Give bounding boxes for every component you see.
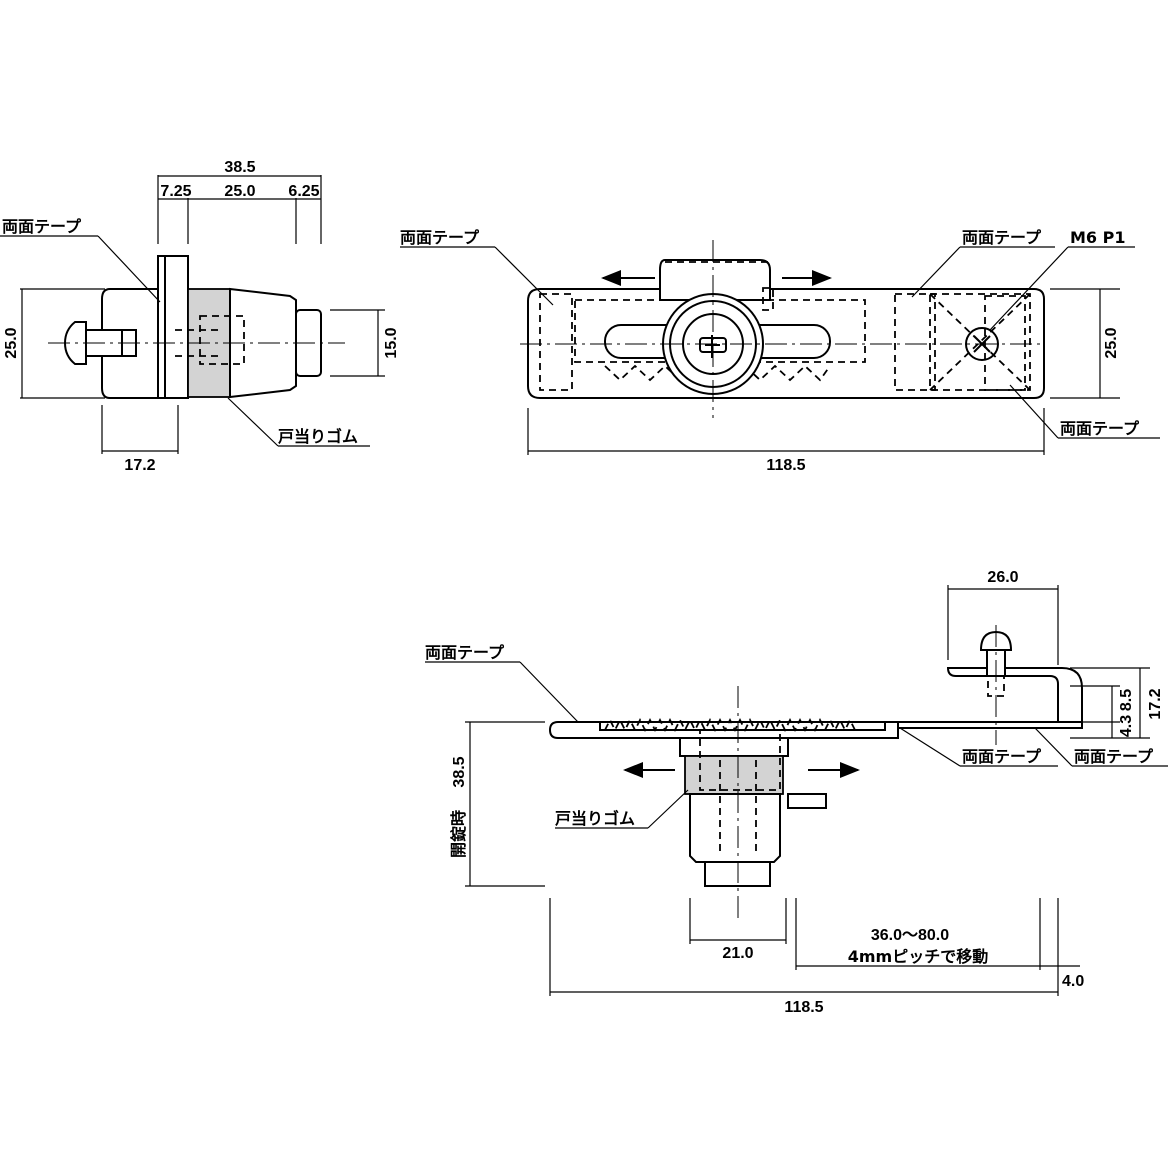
dim-side-height: 25.0	[3, 327, 20, 358]
dim-top-length: 118.5	[766, 457, 805, 474]
dim-right-offset: 6.25	[288, 183, 319, 200]
dim-unlock-height: 38.5	[451, 756, 468, 787]
label-door-stop-rubber-front: 戸当りゴム	[555, 809, 635, 828]
front-view: 26.0 8.5 4.3 17.2 開錠時 38.5 21.0 36.0～80.…	[425, 569, 1168, 1016]
dim-adjust-range: 36.0～80.0	[871, 927, 949, 944]
label-pitch-move: 4mmピッチで移動	[848, 947, 988, 966]
label-double-sided-tape-front: 両面テープ	[425, 643, 505, 662]
dim-striker-offset: 8.5	[1118, 689, 1135, 711]
label-double-sided-tape-striker-a: 両面テープ	[962, 747, 1042, 766]
label-when-unlocked: 開錠時	[449, 810, 468, 858]
dim-end-gap: 4.0	[1062, 973, 1084, 990]
label-double-sided-tape-side: 両面テープ	[2, 217, 82, 236]
label-double-sided-tape-bottom: 両面テープ	[1060, 419, 1140, 438]
label-double-sided-tape-striker-b: 両面テープ	[1074, 747, 1154, 766]
dim-front-length: 118.5	[784, 999, 823, 1016]
label-double-sided-tape-left: 両面テープ	[400, 228, 480, 247]
label-door-stop-rubber-side: 戸当りゴム	[278, 427, 358, 446]
dim-striker-height: 17.2	[1147, 688, 1164, 719]
dim-striker-thickness: 4.3	[1118, 715, 1135, 737]
dim-left-offset: 7.25	[160, 183, 191, 200]
dim-striker-width: 26.0	[987, 569, 1018, 586]
dim-cylinder-width: 21.0	[722, 945, 753, 962]
side-view: 38.5 7.25 25.0 6.25 25.0 15.0 17.2	[0, 159, 400, 474]
dim-cylinder-diameter: 15.0	[383, 327, 400, 358]
top-view: 25.0 118.5 両面テープ 両面テープ M6 P1 両面テープ	[400, 228, 1160, 474]
dim-top-height: 25.0	[1103, 327, 1120, 358]
label-screw-size: M6 P1	[1070, 228, 1125, 247]
dim-middle-width: 25.0	[224, 183, 255, 200]
dim-base-width: 17.2	[124, 457, 155, 474]
label-double-sided-tape-right: 両面テープ	[962, 228, 1042, 247]
dim-overall-width: 38.5	[224, 159, 255, 176]
